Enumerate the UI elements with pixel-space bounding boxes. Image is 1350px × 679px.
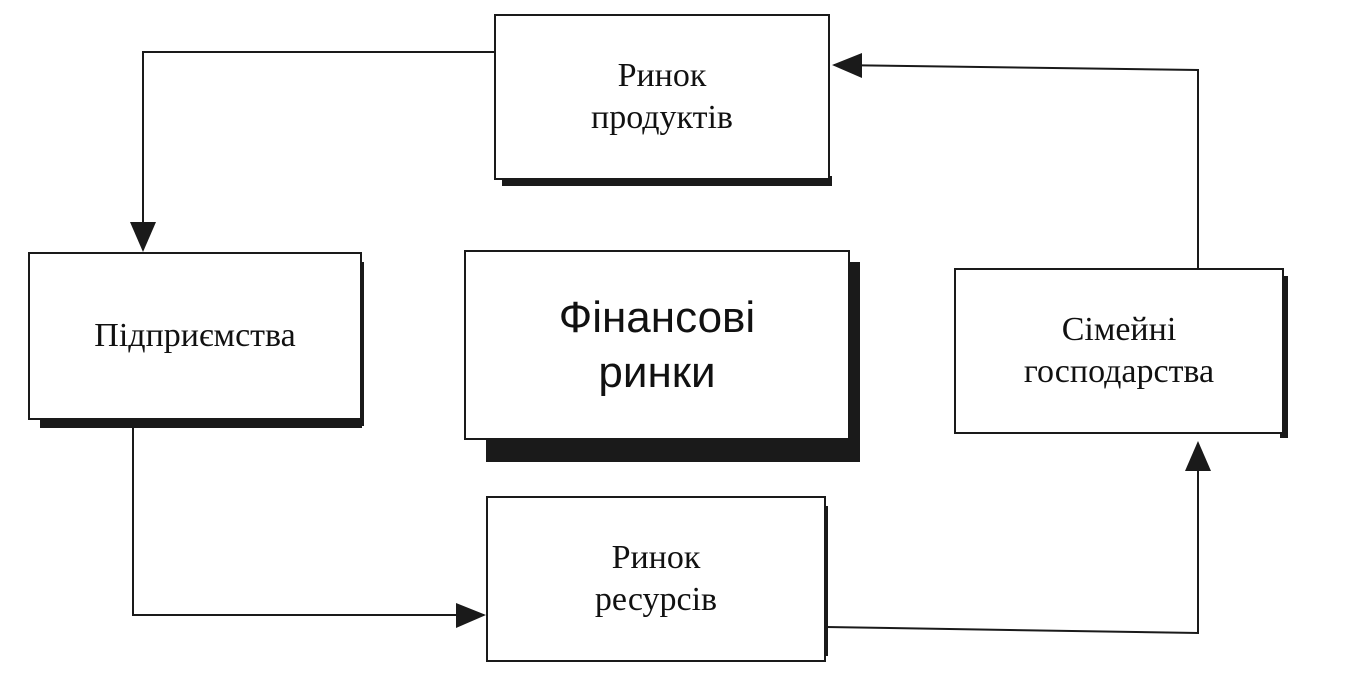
node-financial-markets: Фінансові ринки — [464, 250, 850, 440]
node-product-market-line2: продуктів — [591, 99, 733, 136]
arrowhead-households-bottom — [1185, 441, 1211, 471]
arrow-product-market-to-enterprises — [142, 51, 496, 250]
arrowhead-product-market-right — [832, 53, 862, 78]
node-households: Сімейні господарства — [954, 268, 1284, 434]
node-households-line1: Сімейні — [1061, 310, 1177, 348]
node-shadow — [1280, 276, 1288, 438]
node-product-market: Ринок продуктів — [494, 14, 830, 180]
node-resource-market-line1: Ринок — [611, 538, 701, 576]
arrow-resource-market-to-households — [825, 444, 1199, 635]
arrow-enterprises-to-resource-market — [132, 426, 484, 616]
node-shadow — [40, 418, 362, 428]
node-households-line2: господарства — [1023, 353, 1215, 390]
node-shadow — [486, 440, 856, 462]
arrow-households-to-product-market — [833, 64, 1199, 268]
node-shadow — [502, 176, 832, 186]
node-enterprises: Підприємства — [28, 252, 362, 420]
arrowhead-resource-market-left — [456, 603, 486, 628]
node-product-market-line1: Ринок — [617, 56, 707, 94]
node-financial-markets-line2: ринки — [598, 348, 716, 397]
node-financial-markets-line1: Фінансові — [558, 293, 756, 342]
arrowhead-enterprises-top — [130, 222, 156, 252]
node-enterprises-line1: Підприємства — [94, 316, 296, 354]
node-resource-market-line2: ресурсів — [594, 581, 718, 618]
node-resource-market: Ринок ресурсів — [486, 496, 826, 662]
